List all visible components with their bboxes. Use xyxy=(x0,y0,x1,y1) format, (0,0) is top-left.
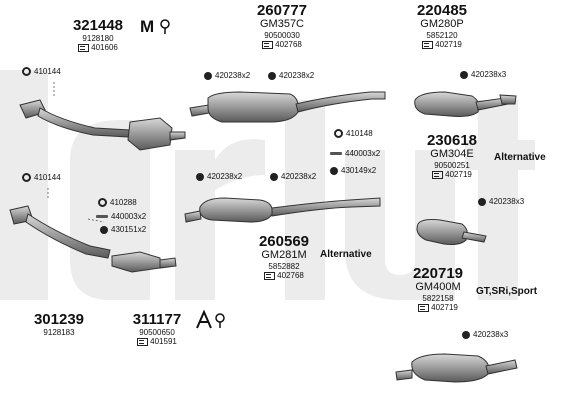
part-group-321448[interactable]: 321448 9128180 401606 xyxy=(60,18,136,52)
catalog-box-icon xyxy=(418,304,430,312)
gm-number: GM357C xyxy=(259,18,305,30)
callout-410288[interactable]: 410288 xyxy=(98,198,137,207)
part-number: 321448 xyxy=(72,17,124,34)
catalog-box-icon xyxy=(262,41,274,49)
gasket-ring-icon xyxy=(22,173,31,182)
svg-text:M: M xyxy=(140,17,154,35)
part-group-260569[interactable]: 260569 GM281M 5852882 402768 xyxy=(246,234,322,280)
oem-number: 90500251 xyxy=(434,161,470,170)
clamp-icon xyxy=(462,330,470,339)
part-group-260777[interactable]: 260777 GM357C 90500030 402768 xyxy=(244,3,320,49)
rear-silencer-220485 xyxy=(414,91,517,117)
part-number: 260569 xyxy=(258,233,310,250)
middle-silencer-260569 xyxy=(184,197,381,223)
part-number: 301239 xyxy=(33,311,85,328)
callout-430151[interactable]: 430151x2 xyxy=(100,225,146,234)
catalog-ref: 402768 xyxy=(246,272,322,280)
gm-number: GM280P xyxy=(420,18,464,30)
catalog-ref: 402719 xyxy=(400,304,476,312)
callout-420238[interactable]: 420238x2 xyxy=(270,172,316,181)
callout-440003[interactable]: 440003x2 xyxy=(330,149,380,158)
bolt-icon xyxy=(96,215,108,218)
callout-420238[interactable]: 420238x2 xyxy=(268,71,314,80)
clamp-icon xyxy=(268,71,276,80)
alternative-label: Alternative xyxy=(494,152,546,163)
catalog-box-icon xyxy=(264,272,276,280)
callout-420238[interactable]: 420238x2 xyxy=(196,172,242,181)
oem-number: 9128183 xyxy=(43,328,75,337)
callout-420238[interactable]: 420238x2 xyxy=(204,71,250,80)
catalog-box-icon xyxy=(432,171,444,179)
rear-silencer-230618 xyxy=(416,219,487,245)
clamp-icon xyxy=(270,172,278,181)
part-group-220485[interactable]: 220485 GM280P 5852120 402719 xyxy=(404,3,480,49)
callout-430149[interactable]: 430149x2 xyxy=(330,166,376,175)
gm-number: GM304E xyxy=(430,148,474,160)
catalog-box-icon xyxy=(78,44,90,52)
clamp-icon xyxy=(478,197,486,206)
callout-420238[interactable]: 420238x3 xyxy=(462,330,508,339)
catalog-ref: 402768 xyxy=(244,41,320,49)
part-number: 230618 xyxy=(426,132,478,149)
callout-420238[interactable]: 420238x3 xyxy=(478,197,524,206)
clamp-icon xyxy=(204,71,212,80)
part-number: 311177 xyxy=(132,311,182,328)
alternative-label: Alternative xyxy=(320,249,372,260)
catalog-ref: 402719 xyxy=(414,171,490,179)
oem-number: 9128180 xyxy=(82,34,114,43)
front-pipe-catalyst-upper xyxy=(19,99,186,151)
middle-silencer-260777 xyxy=(189,91,386,123)
catalog-ref: 401591 xyxy=(122,338,192,346)
gm-number: GM281M xyxy=(261,249,307,261)
callout-410144[interactable]: 410144 xyxy=(22,173,61,182)
spring-icon xyxy=(330,166,338,175)
catalog-ref: 402719 xyxy=(404,41,480,49)
callout-420238[interactable]: 420238x3 xyxy=(460,70,506,79)
oem-number: 90500030 xyxy=(264,31,300,40)
callout-410144[interactable]: 410144 xyxy=(22,67,61,76)
gasket-ring-icon xyxy=(334,129,343,138)
M-manual-icon: M xyxy=(140,17,170,35)
clamp-icon xyxy=(196,172,204,181)
callout-440003[interactable]: 440003x2 xyxy=(96,212,146,221)
gt-sri-sport-label: GT,SRi,Sport xyxy=(476,286,538,297)
oem-number: 5852882 xyxy=(268,262,300,271)
catalog-ref: 401606 xyxy=(60,44,136,52)
part-group-311177[interactable]: 311177 90500650 401591 xyxy=(122,312,192,346)
part-number: 260777 xyxy=(256,2,308,19)
oem-number: 5822158 xyxy=(422,294,454,303)
gm-number: GM400M xyxy=(415,281,461,293)
gasket-ring-icon xyxy=(98,198,107,207)
clamp-icon xyxy=(460,70,468,79)
bolt-icon xyxy=(330,152,342,155)
A-auto-icon xyxy=(196,310,225,329)
part-group-230618[interactable]: 230618 GM304E 90500251 402719 xyxy=(414,133,490,179)
front-pipe-catalyst-lower xyxy=(9,205,177,273)
part-group-301239[interactable]: 301239 9128183 xyxy=(24,312,94,337)
spring-icon xyxy=(100,225,108,234)
catalog-box-icon xyxy=(137,338,149,346)
rear-silencer-220719 xyxy=(395,353,518,383)
part-number: 220485 xyxy=(416,2,468,19)
part-group-220719[interactable]: 220719 GM400M 5822158 402719 xyxy=(400,266,476,312)
callout-410148[interactable]: 410148 xyxy=(334,129,373,138)
oem-number: 5852120 xyxy=(426,31,458,40)
oem-number: 90500650 xyxy=(139,328,175,337)
catalog-box-icon xyxy=(422,41,434,49)
gasket-ring-icon xyxy=(22,67,31,76)
part-number: 220719 xyxy=(412,265,464,282)
